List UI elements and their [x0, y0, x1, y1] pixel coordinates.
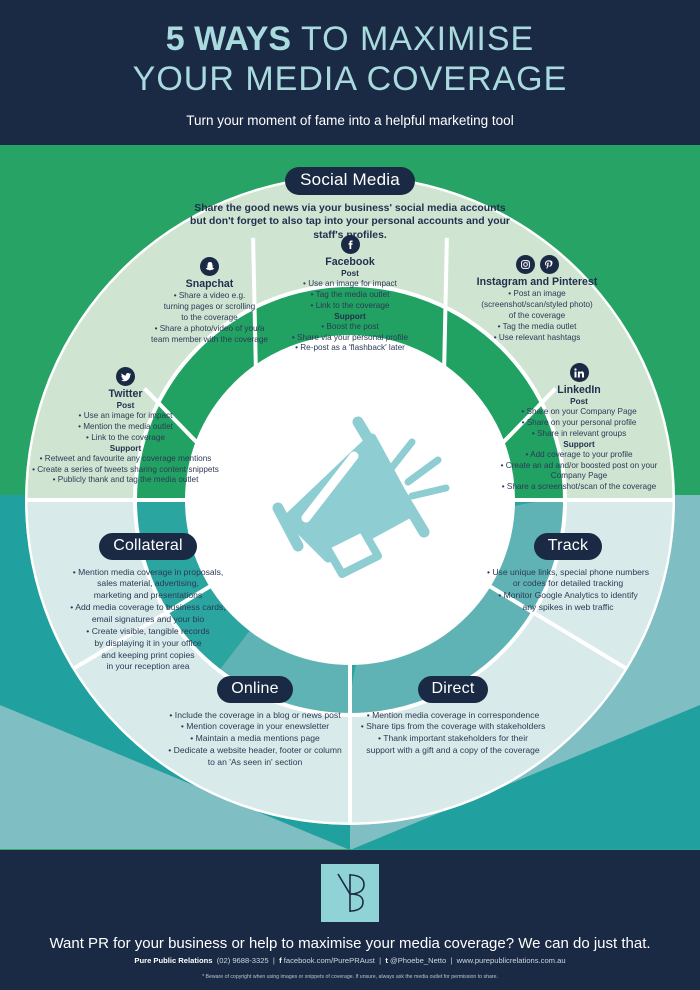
facebook-support-lines: • Boost the post • Share via your person…	[291, 321, 409, 353]
snapchat-icon-row	[122, 257, 297, 276]
twitter-post-heading: Post	[116, 400, 135, 410]
instagram-pinterest-icon-row	[452, 255, 622, 274]
snapchat-name: Snapchat	[185, 278, 234, 290]
online-lines: • Include the coverage in a blog or news…	[168, 709, 342, 767]
collateral-label[interactable]: Collateral	[99, 533, 197, 560]
channel-snapchat: Snapchat • Share a video e.g. turning pa…	[122, 257, 297, 345]
website[interactable]: www.purepublicrelations.com.au	[456, 956, 566, 965]
facebook-name: Facebook	[325, 256, 375, 268]
channel-linkedin: LinkedIn Post • Share on your Company Pa…	[468, 363, 690, 493]
segment-dividers	[25, 237, 675, 825]
facebook-post-heading: Post	[341, 268, 359, 278]
twitter-support-heading: Support	[109, 443, 142, 453]
header: 5 WAYS TO MAXIMISE YOUR MEDIA COVERAGE T…	[0, 0, 700, 145]
facebook-icon-row	[265, 235, 435, 254]
footer-contact: Pure Public Relations (02) 9688-3325 | f…	[134, 956, 566, 965]
channel-facebook: Facebook Post • Use an image for impact …	[265, 235, 435, 354]
linkedin-icon	[569, 363, 589, 382]
footer-cta: Want PR for your business or help to max…	[49, 935, 651, 952]
twitter-support-lines: • Retweet and favourite any coverage men…	[32, 453, 219, 485]
phone: (02) 9688-3325	[216, 956, 269, 965]
facebook-label: f	[279, 956, 282, 965]
instagram-pinterest-lines: • Post an image (screenshot/scan/styled …	[481, 288, 593, 342]
linkedin-post-lines: • Share on your Company Page • Share on …	[521, 406, 637, 438]
facebook-post-lines: • Use an image for impact • Tag the medi…	[303, 278, 397, 310]
title-emphasis: 5 WAYS	[165, 20, 292, 58]
facebook-handle[interactable]: facebook.com/PurePRAust	[283, 956, 375, 965]
track-lines: • Use unique links, special phone number…	[486, 566, 650, 613]
coverage-wheel	[25, 175, 675, 825]
snapchat-icon	[200, 257, 219, 276]
title-rest: TO MAXIMISE	[291, 20, 535, 58]
wheel-stage: Social Media Share the good news via you…	[0, 145, 700, 850]
instagram-icon	[515, 255, 535, 274]
linkedin-icon-row	[468, 363, 690, 382]
online-label[interactable]: Online	[217, 676, 293, 703]
direct-label[interactable]: Direct	[417, 676, 489, 703]
channel-instagram-pinterest: Instagram and Pinterest • Post an image …	[452, 255, 622, 343]
facebook-support-heading: Support	[334, 311, 366, 321]
channel-twitter: Twitter Post • Use an image for impact •…	[13, 367, 238, 486]
footer-disclaimer: * Beware of copyright when using images …	[202, 974, 498, 980]
section-online: Online • Include the coverage in a blog …	[150, 676, 360, 769]
linkedin-name: LinkedIn	[557, 384, 601, 396]
section-direct: Direct • Mention media coverage in corre…	[348, 676, 558, 757]
instagram-pinterest-name: Instagram and Pinterest	[476, 276, 598, 288]
linkedin-support-heading: Support	[563, 439, 595, 449]
twitter-post-lines: • Use an image for impact • Mention the …	[78, 410, 173, 442]
page-title-line-1: 5 WAYS TO MAXIMISE	[0, 20, 700, 58]
twitter-label: t	[385, 956, 388, 965]
pinterest-icon	[539, 255, 559, 274]
linkedin-post-heading: Post	[570, 396, 588, 406]
footer: Want PR for your business or help to max…	[0, 850, 700, 990]
twitter-name: Twitter	[108, 388, 143, 400]
track-label[interactable]: Track	[533, 533, 603, 560]
twitter-handle[interactable]: @Phoebe_Netto	[389, 956, 447, 965]
social-media-label[interactable]: Social Media	[285, 167, 415, 195]
snapchat-lines: • Share a video e.g. turning pages or sc…	[151, 290, 268, 344]
section-track: Track • Use unique links, special phone …	[468, 533, 668, 614]
facebook-icon	[340, 235, 360, 254]
twitter-icon-row	[13, 367, 238, 386]
pure-public-relations-logo	[321, 864, 379, 922]
company-name: Pure Public Relations	[134, 956, 213, 965]
wheel-segments	[25, 175, 675, 825]
linkedin-support-lines: • Add coverage to your profile • Create …	[500, 449, 658, 492]
collateral-lines: • Mention media coverage in proposals, s…	[70, 566, 226, 672]
megaphone-icon	[272, 416, 450, 578]
twitter-icon	[116, 367, 135, 386]
center-ring-border	[185, 335, 515, 665]
page-title-line-2: YOUR MEDIA COVERAGE	[132, 60, 568, 98]
social-media-block: Social Media Share the good news via you…	[170, 167, 530, 242]
direct-lines: • Mention media coverage in corresponden…	[360, 709, 546, 756]
page-subtitle: Turn your moment of fame into a helpful …	[186, 113, 514, 128]
section-collateral: Collateral • Mention media coverage in p…	[48, 533, 248, 673]
